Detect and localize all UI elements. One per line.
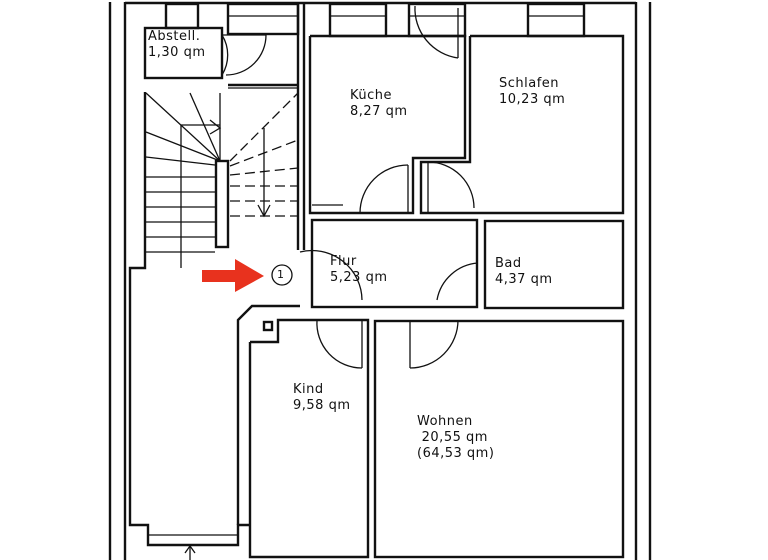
room-label-kueche: Küche 8,27 qm xyxy=(350,88,408,119)
door-swing-abstell xyxy=(221,34,229,76)
room-label-wohnen: Wohnen 20,55 qm (64,53 qm) xyxy=(417,414,495,461)
entrance-marker-label: 1 xyxy=(277,268,285,281)
door-swing-kueche xyxy=(359,164,409,214)
room-label-schlafen: Schlafen 10,23 qm xyxy=(499,76,566,107)
entrance-marker-circle xyxy=(271,264,293,286)
door-swing-kind xyxy=(316,319,363,369)
door-swing-wohnen xyxy=(409,319,459,369)
room-bad xyxy=(483,219,625,310)
room-label-flur: Flur 5,23 qm xyxy=(330,254,388,285)
door-swing-flur xyxy=(299,249,363,301)
stairwell xyxy=(128,2,306,560)
door-swing-schlafen xyxy=(427,161,475,209)
room-wohnen xyxy=(373,319,625,559)
room-label-bad: Bad 4,37 qm xyxy=(495,256,553,287)
entrance-arrow xyxy=(202,259,264,292)
top-shafts xyxy=(164,2,586,86)
room-abstell xyxy=(143,26,224,80)
room-kind xyxy=(248,318,370,559)
room-schlafen xyxy=(419,34,625,215)
room-label-abstell: Abstell. 1,30 qm xyxy=(148,29,206,60)
room-kueche xyxy=(308,34,467,215)
door-swing-bad xyxy=(436,262,479,301)
room-label-kind: Kind 9,58 qm xyxy=(293,382,351,413)
